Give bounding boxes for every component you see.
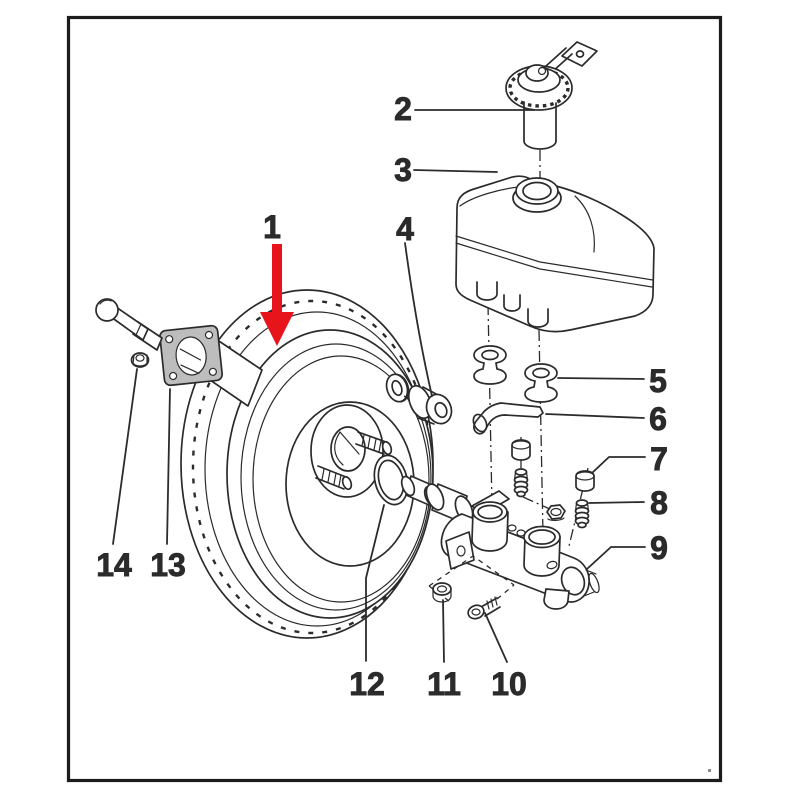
reservoir-seat-right bbox=[523, 525, 561, 577]
body-nub-1 bbox=[507, 524, 517, 532]
filler-neck-opening bbox=[522, 181, 552, 201]
cylinder-end-boss bbox=[583, 569, 597, 597]
reservoir-seat-left bbox=[471, 501, 509, 552]
callout-label-1: 1 bbox=[263, 209, 281, 245]
leader-11 bbox=[442, 599, 445, 663]
right-bleeder-axis bbox=[568, 467, 589, 547]
callout-label-2: 2 bbox=[394, 91, 412, 127]
leader-5 bbox=[557, 377, 645, 380]
reservoir-body bbox=[455, 175, 655, 333]
pointer-arrow bbox=[260, 244, 294, 346]
booster-stud-upper bbox=[355, 431, 393, 456]
master-cylinder-piston bbox=[400, 475, 474, 523]
booster-hub-slot bbox=[334, 431, 360, 466]
reservoir-seam bbox=[455, 235, 654, 288]
leader-9 bbox=[586, 546, 646, 570]
reservoir-grommet-left bbox=[473, 345, 507, 385]
leader-13 bbox=[166, 388, 171, 545]
callout-label-12: 12 bbox=[349, 666, 385, 702]
cap-knurling bbox=[508, 68, 570, 108]
diagram-frame bbox=[66, 15, 723, 783]
ball-highlight bbox=[99, 299, 112, 305]
port-cap-right bbox=[575, 470, 595, 492]
port-cap-left bbox=[511, 439, 531, 461]
callout-label-8: 8 bbox=[650, 485, 668, 521]
leader-lines bbox=[112, 109, 646, 663]
leader-8 bbox=[588, 501, 645, 504]
callout-label-10: 10 bbox=[491, 666, 527, 702]
callout-label-4: 4 bbox=[396, 211, 414, 247]
leader-6 bbox=[545, 413, 645, 419]
flange-hole bbox=[456, 545, 466, 557]
callout-label-6: 6 bbox=[649, 401, 667, 437]
cylinder-end-face bbox=[560, 566, 586, 596]
flange-nut bbox=[432, 582, 452, 603]
reservoir-outlet-ports bbox=[476, 281, 549, 328]
bleeder-screw-left bbox=[513, 468, 529, 498]
gasket-plate bbox=[159, 324, 224, 387]
pushrod-assembly bbox=[95, 298, 263, 407]
callout-labels: 1 2 3 4 5 6 7 8 9 10 11 12 13 14 bbox=[96, 91, 669, 703]
callout-label-11: 11 bbox=[427, 666, 461, 702]
cap-float-bottom bbox=[523, 140, 557, 150]
body-port-hole bbox=[546, 560, 558, 570]
booster-step-ring-2 bbox=[252, 355, 430, 603]
callout-label-9: 9 bbox=[650, 530, 668, 566]
reservoir-port-axis-left bbox=[487, 303, 493, 507]
seal-washer bbox=[385, 373, 409, 403]
leader-10 bbox=[484, 612, 508, 663]
mounting-bolt bbox=[467, 596, 501, 620]
callout-label-3: 3 bbox=[394, 152, 412, 188]
bleeder-screw-right bbox=[574, 499, 590, 529]
lock-nut-14 bbox=[130, 352, 150, 368]
leader-4 bbox=[404, 242, 433, 397]
master-cylinder bbox=[440, 490, 600, 610]
callout-label-14: 14 bbox=[96, 547, 132, 583]
cap-hub-hole bbox=[537, 66, 547, 76]
cap-sensor-tab bbox=[561, 41, 598, 67]
booster-hub-opening bbox=[330, 426, 366, 472]
reservoir-port-axis-right bbox=[538, 329, 544, 535]
leader-3 bbox=[413, 169, 498, 173]
pushrod-ball-end bbox=[95, 298, 119, 322]
booster-stud-lower bbox=[315, 465, 353, 491]
elbow-fitting bbox=[472, 402, 544, 435]
cap-float-cylinder bbox=[523, 101, 557, 142]
reservoir-mold-line bbox=[574, 195, 595, 253]
tab-hole bbox=[575, 50, 585, 58]
leader-14 bbox=[112, 368, 138, 545]
body-nub-2 bbox=[516, 529, 526, 537]
booster-step-ring-1 bbox=[240, 343, 432, 611]
hex-nut bbox=[546, 504, 566, 521]
pushrod-band bbox=[135, 323, 142, 336]
callout-label-7: 7 bbox=[650, 441, 668, 477]
booster-seal-bushing bbox=[407, 384, 453, 425]
callout-label-13: 13 bbox=[150, 547, 186, 583]
scan-speck bbox=[708, 769, 711, 772]
reservoir-cap bbox=[505, 41, 598, 150]
cap-hub bbox=[525, 64, 549, 82]
fluid-reservoir bbox=[455, 175, 655, 333]
reservoir-grommet-right bbox=[524, 363, 558, 403]
leader-12 bbox=[365, 504, 385, 662]
bottom-outlet bbox=[543, 588, 570, 610]
leader-7 bbox=[591, 456, 646, 474]
callout-label-5: 5 bbox=[649, 363, 667, 399]
